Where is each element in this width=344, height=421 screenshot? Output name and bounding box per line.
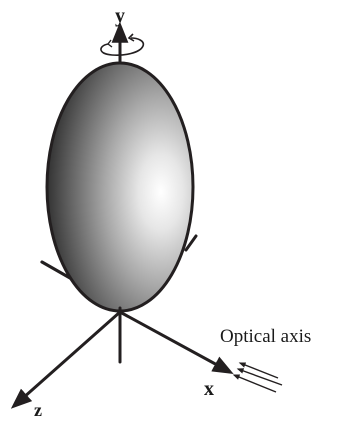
- z-axis-line: [10, 310, 121, 409]
- optical-axis-arrows-icon: [232, 362, 283, 393]
- optical-axis-label: Optical axis: [220, 326, 311, 347]
- z-axis-label: z: [34, 400, 42, 420]
- x-axis-label: x: [204, 378, 214, 400]
- x-axis-line: [119, 310, 234, 375]
- y-axis-label: y: [115, 5, 125, 27]
- rotation-arrow-icon: [100, 33, 145, 56]
- equator-line-right: [184, 234, 198, 252]
- equator-line-left: [40, 260, 72, 280]
- ellipsoid-body: [45, 61, 195, 313]
